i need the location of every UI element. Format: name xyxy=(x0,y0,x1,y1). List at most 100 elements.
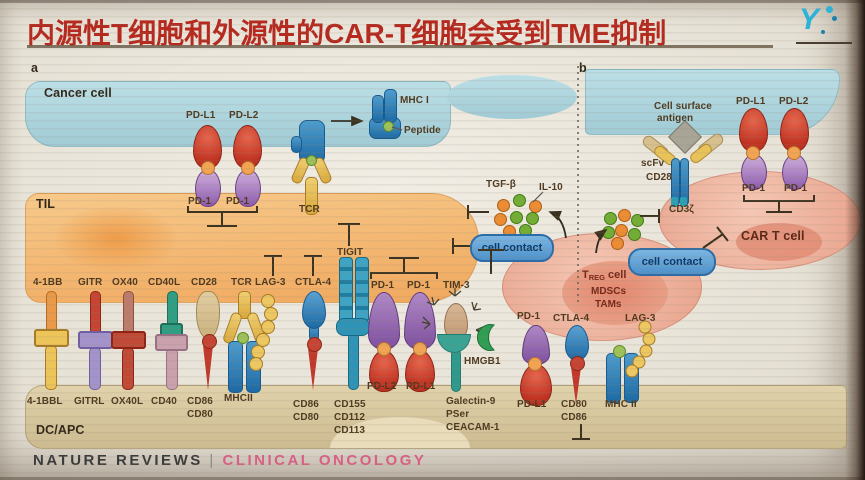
cd86-head-shape xyxy=(202,334,217,349)
logo-dot-icon xyxy=(821,30,825,34)
ligand-label-cd40: CD40 xyxy=(151,396,177,407)
receptor-joint xyxy=(528,357,542,371)
logo-dot-icon xyxy=(832,16,837,21)
receptor-joint xyxy=(413,342,427,356)
footer: NATURE REVIEWS | CLINICAL ONCOLOGY xyxy=(33,452,426,469)
mhc2-label-b: MHC II xyxy=(605,399,637,410)
mhc1-tower-shape xyxy=(372,95,384,123)
pd1-mid-right-label: PD-1 xyxy=(407,280,431,291)
hmgb1-label: HMGB1 xyxy=(464,356,501,367)
ctla4-label-b: CTLA-4 xyxy=(553,313,590,324)
cytokine-dot xyxy=(611,237,624,250)
peptide-dot xyxy=(306,155,317,166)
pser-label: PSer xyxy=(446,409,470,420)
receptor-label-lag3: LAG-3 xyxy=(255,277,286,288)
pdl1-receptor-shape xyxy=(739,108,768,152)
dc-apc-label: DC/APC xyxy=(36,423,85,437)
cytokine-dot xyxy=(513,194,526,207)
photo-top-edge xyxy=(0,0,865,3)
pdl1-receptor-shape xyxy=(520,364,552,406)
ligand-label-41bbl: 4-1BBL xyxy=(27,396,63,407)
tcr-arm-shape xyxy=(245,311,268,345)
receptor-joint xyxy=(787,146,801,160)
til-label: TIL xyxy=(36,197,56,211)
peptide-dot xyxy=(237,332,249,344)
pmhc-notch-shape xyxy=(291,136,302,153)
cell-contact-pill-left: cell contact xyxy=(470,234,554,262)
pdl1-bottom-label-b: PD-L1 xyxy=(517,399,547,410)
galectin-stem-shape xyxy=(451,349,461,392)
cd86-label-2: CD86 xyxy=(293,399,319,410)
cancer-cell-label: Cancer cell xyxy=(44,86,112,100)
gitrl-clamp-shape xyxy=(78,331,113,349)
logo: Y xyxy=(799,3,849,43)
tim3-cup-shape xyxy=(437,334,471,353)
cytokine-dot xyxy=(526,212,539,225)
cd155-stem-shape xyxy=(348,332,359,390)
cell-surface-antigen-label-line2: antigen xyxy=(657,113,694,124)
receptor-label-41bb: 4-1BB xyxy=(33,277,63,288)
footer-publication: CLINICAL ONCOLOGY xyxy=(222,452,427,469)
car-t-cell-label: CAR T cell xyxy=(741,229,805,243)
tgfb-label: TGF-β xyxy=(486,179,516,190)
cd80-bottom-label-b: CD80 xyxy=(561,399,587,410)
cd28-car-label: CD28 xyxy=(646,172,672,183)
treg-cell-label: TREG cell xyxy=(582,269,627,282)
mhc1-tower-shape xyxy=(384,89,397,123)
title-underline xyxy=(27,45,773,48)
pdl1-label-a-top: PD-L1 xyxy=(186,110,216,121)
peptide-label: Peptide xyxy=(404,125,441,136)
gitrl-stem-shape xyxy=(89,347,101,390)
pd1-receptor-shape xyxy=(195,169,221,207)
pd1-receptor-shape xyxy=(782,154,808,190)
hmgb1-crescent-shape xyxy=(477,324,495,351)
cell-contact-pill-right: cell contact xyxy=(628,248,716,276)
receptor-label-cd40l: CD40L xyxy=(148,277,181,288)
logo-underline xyxy=(796,42,852,44)
pd1-mid-left-label: PD-1 xyxy=(371,280,395,291)
pdl1-bottom-label: PD-L1 xyxy=(406,381,436,392)
pd1-receptor-shape xyxy=(741,154,767,190)
cell-surface-antigen-label-line1: Cell surface xyxy=(654,101,712,112)
panel-b-letter: b xyxy=(579,61,587,75)
pd1-label-a-top-left: PD-1 xyxy=(188,196,212,207)
mhc2-column-shape xyxy=(624,353,639,403)
cytokine-dot xyxy=(618,209,631,222)
cd80-label-2: CD80 xyxy=(293,412,319,423)
tigit-column-shape xyxy=(339,257,353,323)
footer-journal: NATURE REVIEWS xyxy=(33,452,203,469)
ox40l-clamp-shape xyxy=(111,331,146,349)
tigit-column-shape xyxy=(355,257,369,323)
scfv-label: scFv xyxy=(641,158,665,169)
tim3-label: TIM-3 xyxy=(443,280,470,291)
cd86-bottom-label-b: CD86 xyxy=(561,412,587,423)
cytokine-dot xyxy=(510,211,523,224)
receptor-joint xyxy=(201,161,215,175)
receptor-label-ctla4: CTLA-4 xyxy=(295,277,332,288)
ligand-label-ox40l: OX40L xyxy=(111,396,144,407)
logo-dot-icon xyxy=(826,6,833,13)
tams-label: TAMs xyxy=(595,299,622,310)
pd1-label-b-left: PD-1 xyxy=(742,183,766,194)
ligand-label-gitrl: GITRL xyxy=(74,396,105,407)
peptide-dot xyxy=(613,345,626,358)
cd40-clamp-shape xyxy=(155,334,188,351)
cd40-stem-shape xyxy=(166,348,178,390)
mhc1-label: MHC I xyxy=(400,95,429,106)
ox40l-stem-shape xyxy=(122,347,134,390)
car-t-cell-nucleus xyxy=(736,223,822,261)
til-nucleus xyxy=(55,207,177,271)
cd86-label-1: CD86 xyxy=(187,396,213,407)
cytokine-dot xyxy=(631,214,644,227)
slide-title: 内源性T细胞和外源性的CAR-T细胞会受到TME抑制 xyxy=(27,18,667,49)
panel-a-letter: a xyxy=(31,61,39,75)
mhcii-label: MHCII xyxy=(224,393,253,404)
ceacam1-label: CEACAM-1 xyxy=(446,422,500,433)
cd80-label-1: CD80 xyxy=(187,409,213,420)
logo-y-glyph: Y xyxy=(799,3,820,36)
cd155-label: CD155 xyxy=(334,399,366,410)
receptor-label-ox40: OX40 xyxy=(112,277,138,288)
galectin9-label: Galectin-9 xyxy=(446,396,496,407)
cytokine-dot xyxy=(604,212,617,225)
il10-label: IL-10 xyxy=(539,182,563,193)
